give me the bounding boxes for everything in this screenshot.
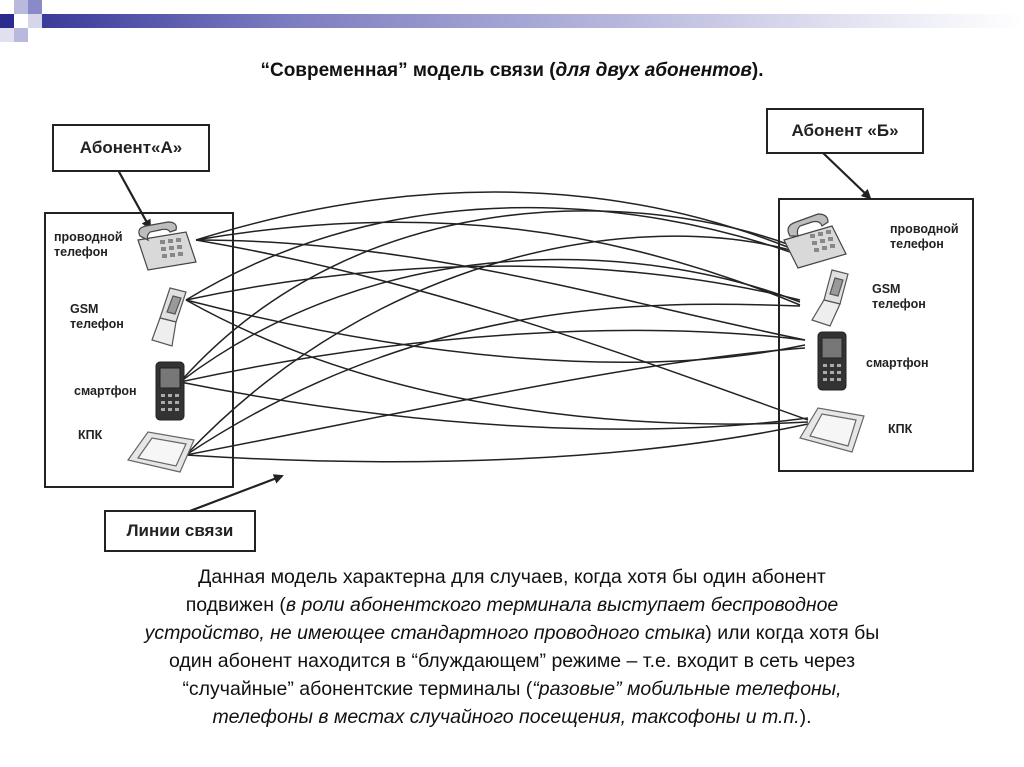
subscriber-b-label: Абонент «Б»: [791, 121, 899, 140]
connection-line: [179, 210, 791, 383]
connection-line: [185, 265, 801, 301]
subscriber-a-callout: Абонент«А»: [52, 124, 210, 172]
lines-label: Линии связи: [126, 521, 234, 540]
connection-line: [185, 299, 806, 363]
callout-a-pointer: [117, 169, 151, 230]
gsm-phone-icon: [811, 269, 849, 327]
subscriber-a-label: Абонент«А»: [79, 138, 183, 157]
wired-phone-icon: [783, 213, 847, 269]
connection-line: [179, 258, 801, 383]
subscriber-a-panel: [44, 212, 234, 488]
header-square-light: [0, 28, 14, 42]
device-b-smartphone-label: смартфон: [866, 356, 929, 370]
description-line: подвижен (в роли абонентского терминала …: [185, 594, 839, 616]
callout-b-pointer: [821, 151, 872, 200]
lines-callout-pointer: [181, 474, 284, 516]
pda-icon: [126, 431, 195, 473]
connection-line: [179, 329, 806, 383]
connection-line: [185, 347, 806, 456]
header-square-dark: [0, 14, 14, 28]
header-gradient-bar: [40, 14, 1024, 28]
smartphone-icon: [155, 361, 185, 421]
device-a-wired-label: проводной телефон: [54, 230, 123, 259]
connection-line: [195, 191, 791, 249]
gsm-phone-icon: [151, 287, 187, 347]
device-a-pda-label: КПК: [78, 428, 103, 442]
connection-line: [179, 381, 809, 430]
header-square-light: [28, 14, 42, 28]
description-line: устройство, не имеющее стандартного пров…: [144, 622, 880, 644]
lines-callout: Линии связи: [104, 510, 256, 552]
header-square-light: [14, 28, 28, 42]
header-square-light: [14, 0, 28, 14]
description-line: “случайные” абонентские терминалы (“разо…: [182, 678, 842, 700]
connection-lines: [179, 191, 809, 463]
connection-line: [195, 239, 809, 421]
header-square-mid: [28, 0, 42, 14]
connection-line: [185, 303, 801, 456]
device-b-wired-label: проводной телефон: [890, 222, 959, 251]
description-line: телефоны в местах случайного посещения, …: [212, 706, 812, 728]
connection-line: [195, 239, 806, 341]
description-line: Данная модель характерна для случаев, ко…: [198, 566, 826, 588]
description-line: один абонент находится в “блуждающем” ре…: [168, 650, 856, 672]
page-title: “Современная” модель связи (для двух або…: [260, 60, 764, 81]
connection-line: [195, 221, 801, 306]
connection-line: [185, 423, 809, 463]
smartphone-icon: [817, 331, 847, 391]
wired-phone-icon: [137, 221, 197, 271]
connection-line: [185, 206, 791, 301]
description-text: Данная модель характерна для случаев, ко…: [40, 563, 984, 731]
device-a-smartphone-label: смартфон: [74, 384, 137, 398]
subscriber-b-callout: Абонент «Б»: [766, 108, 924, 154]
connection-line: [185, 235, 791, 456]
pda-icon: [799, 407, 865, 453]
device-b-pda-label: КПК: [888, 422, 913, 436]
connection-line: [185, 299, 809, 425]
device-a-gsm-label: GSM телефон: [70, 302, 124, 331]
device-b-gsm-label: GSM телефон: [872, 282, 926, 311]
